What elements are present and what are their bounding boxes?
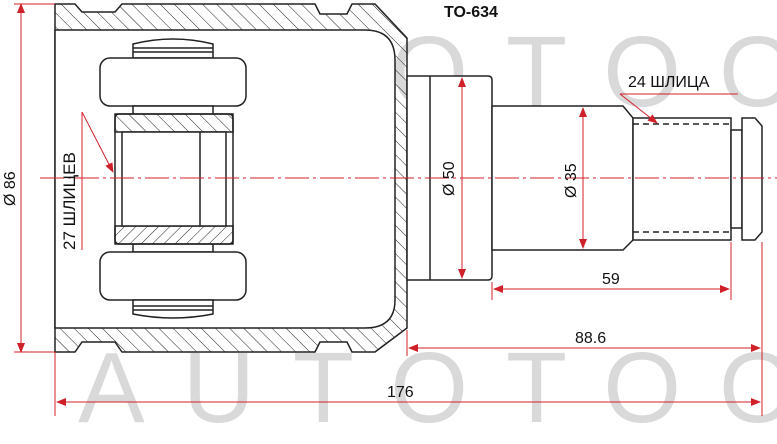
part-number: TO-634 — [444, 4, 498, 21]
dim-shaft-diameter: Ø 35 — [563, 163, 580, 198]
dim-spline-length: 59 — [602, 271, 620, 288]
dim-flange-diameter: Ø 50 — [441, 161, 458, 196]
dim-shaft-length: 88.6 — [575, 330, 607, 347]
cv-joint-drawing — [14, 3, 777, 416]
dim-outer-diameter: Ø 86 — [2, 171, 19, 206]
dim-total-length: 176 — [387, 384, 414, 401]
tripod-hub — [114, 113, 234, 245]
dimension-lines — [14, 3, 763, 416]
shaft — [406, 75, 763, 281]
dim-inner-splines: 27 ШЛИЦЕВ — [60, 152, 79, 250]
dim-outer-splines: 24 ШЛИЦА — [628, 74, 710, 91]
roller-top — [99, 38, 247, 117]
roller-bottom — [99, 241, 247, 319]
